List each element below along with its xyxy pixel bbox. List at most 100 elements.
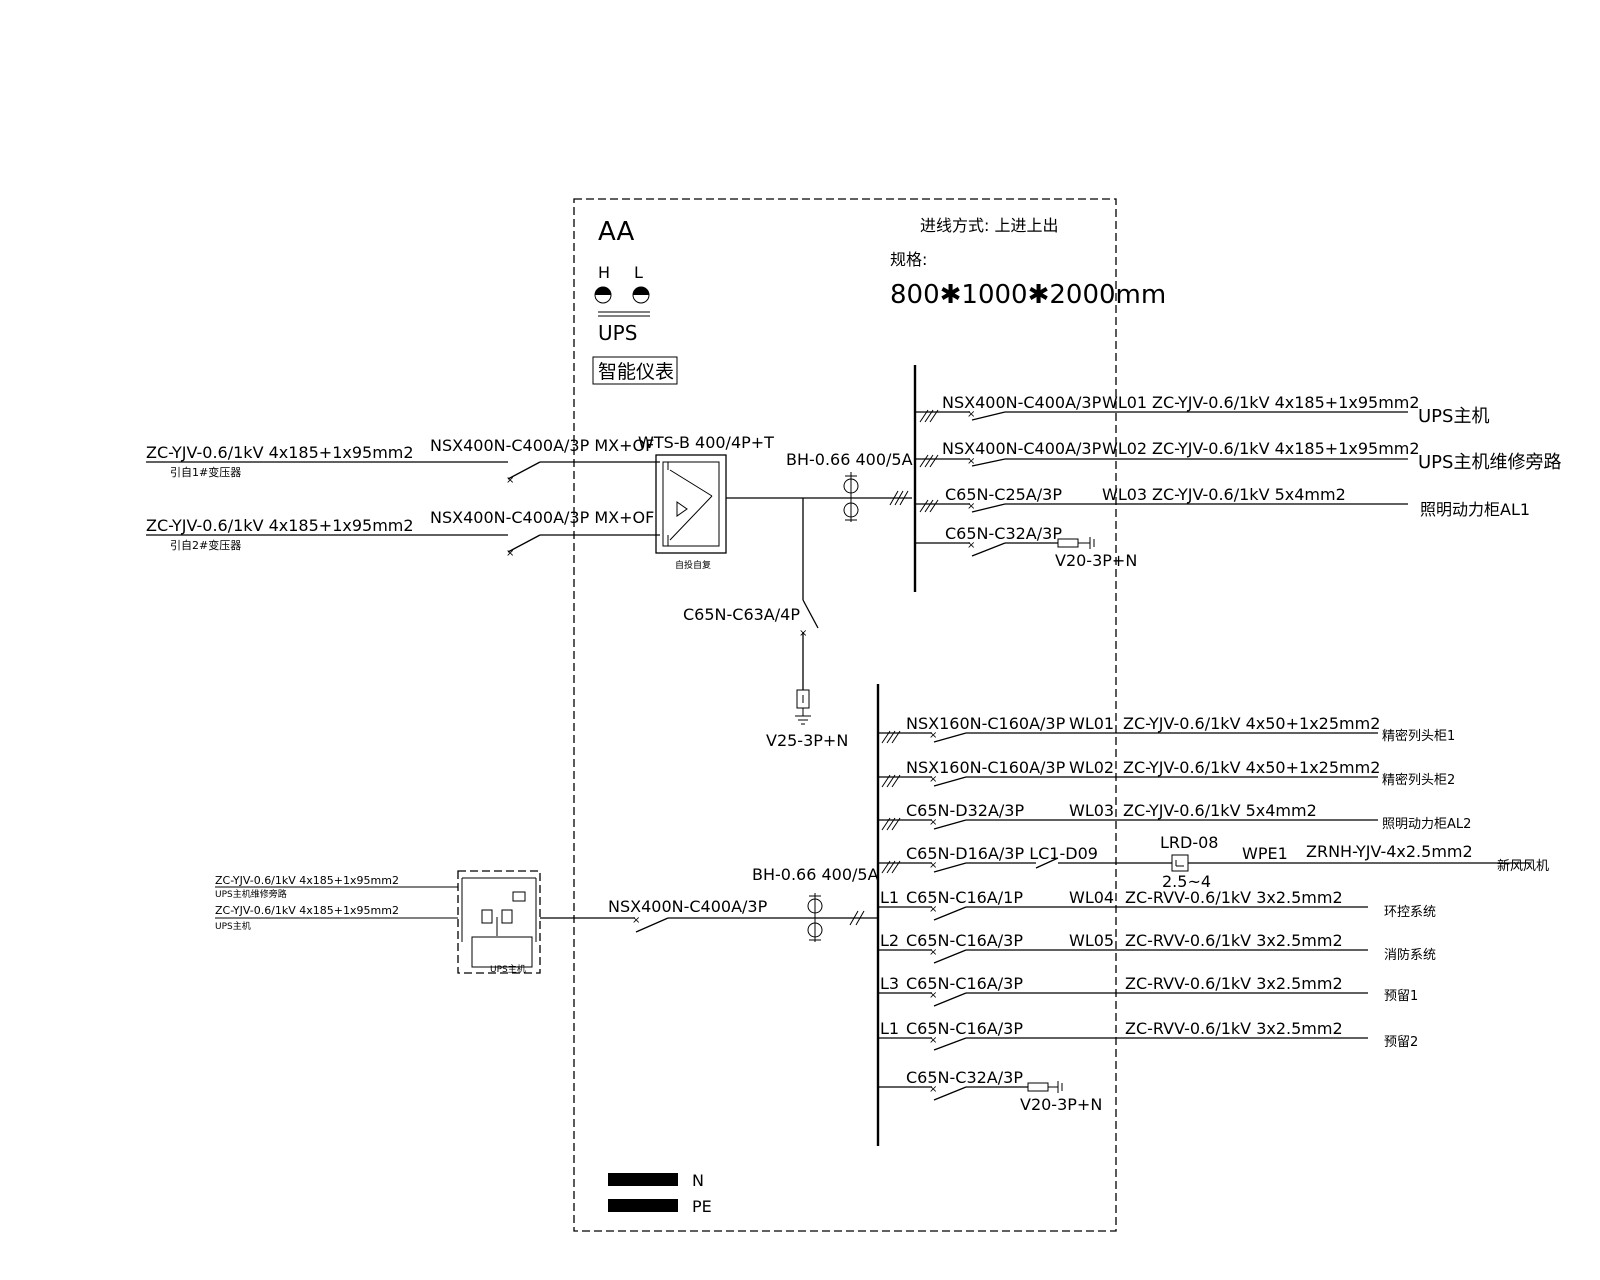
- svg-text:×: ×: [632, 915, 640, 926]
- svg-text:照明动力柜AL1: 照明动力柜AL1: [1420, 500, 1530, 519]
- svg-text:LRD-08: LRD-08: [1160, 833, 1218, 852]
- svg-text:WL04: WL04: [1069, 888, 1114, 907]
- svg-text:×: ×: [506, 475, 514, 486]
- svg-text:×: ×: [929, 774, 937, 785]
- svg-text:×: ×: [506, 548, 514, 559]
- indicator-lamp-h: [594, 286, 612, 304]
- svg-text:2.5~4: 2.5~4: [1162, 872, 1211, 891]
- svg-text:环控系统: 环控系统: [1384, 905, 1436, 920]
- svg-text:NSX400N-C400A/3P: NSX400N-C400A/3P: [942, 439, 1102, 458]
- svg-text:N: N: [692, 1171, 704, 1190]
- ups-source-box: UPS主机: [457, 870, 541, 975]
- svg-text:C65N-C16A/3P: C65N-C16A/3P: [906, 1019, 1023, 1038]
- svg-text:×: ×: [929, 1084, 937, 1095]
- svg-text:NSX400N-C400A/3P: NSX400N-C400A/3P: [942, 393, 1102, 412]
- lower-circuit-5: × L1 C65N-C16A/1P WL04 ZC-RVV-0.6/1kV 3x…: [878, 888, 1436, 921]
- svg-text:WL05: WL05: [1069, 931, 1114, 950]
- entry-mode: 进线方式: 上进上出: [920, 216, 1058, 235]
- svg-text:ZC-YJV-0.6/1kV 4x185+1x95mm2: ZC-YJV-0.6/1kV 4x185+1x95mm2: [146, 443, 414, 462]
- svg-text:×: ×: [929, 730, 937, 741]
- svg-text:NSX160N-C160A/3P: NSX160N-C160A/3P: [906, 714, 1066, 733]
- upper-spd-label: V20-3P+N: [1055, 551, 1137, 570]
- smart-meter-label: 智能仪表: [598, 361, 674, 383]
- svg-text:×: ×: [929, 904, 937, 915]
- legend-n: N: [608, 1171, 704, 1190]
- svg-text:L3: L3: [880, 974, 899, 993]
- lower-circuit-2: × NSX160N-C160A/3P WL02 ZC-YJV-0.6/1kV 4…: [878, 758, 1455, 788]
- svg-text:C65N-C32A/3P: C65N-C32A/3P: [906, 1068, 1023, 1087]
- lower-circuit-6: × L2 C65N-C16A/3P WL05 ZC-RVV-0.6/1kV 3x…: [878, 931, 1436, 964]
- svg-text:C65N-C16A/3P: C65N-C16A/3P: [906, 974, 1023, 993]
- spd-breaker-label: C65N-C63A/4P: [683, 605, 800, 624]
- svg-text:C65N-C25A/3P: C65N-C25A/3P: [945, 485, 1062, 504]
- svg-text:×: ×: [967, 501, 975, 512]
- svg-text:UPS主机维修旁路: UPS主机维修旁路: [215, 888, 287, 900]
- incoming-feeder-2: ZC-YJV-0.6/1kV 4x185+1x95mm2 引自2#变压器 NSX…: [146, 508, 660, 559]
- svg-text:WPE1: WPE1: [1242, 844, 1288, 863]
- svg-text:×: ×: [929, 860, 937, 871]
- svg-text:NSX400N-C400A/3P MX+OF: NSX400N-C400A/3P MX+OF: [430, 436, 654, 455]
- svg-text:ZC-YJV-0.6/1kV 4x185+1x95mm2: ZC-YJV-0.6/1kV 4x185+1x95mm2: [146, 516, 414, 535]
- svg-text:L1: L1: [880, 888, 899, 907]
- surge-protector-upper: [795, 689, 811, 725]
- upper-circuit-1: × NSX400N-C400A/3P WL01 ZC-YJV-0.6/1kV 4…: [915, 393, 1489, 427]
- svg-text:预留2: 预留2: [1384, 1035, 1418, 1050]
- svg-text:ZC-YJV-0.6/1kV 4x185+1x95mm2: ZC-YJV-0.6/1kV 4x185+1x95mm2: [1152, 393, 1420, 412]
- svg-text:精密列头柜2: 精密列头柜2: [1382, 772, 1455, 788]
- svg-text:ZC-YJV-0.6/1kV 4x185+1x95mm2: ZC-YJV-0.6/1kV 4x185+1x95mm2: [1152, 439, 1420, 458]
- svg-text:预留1: 预留1: [1384, 989, 1418, 1004]
- svg-text:C65N-C16A/3P: C65N-C16A/3P: [906, 931, 1023, 950]
- svg-text:NSX160N-C160A/3P: NSX160N-C160A/3P: [906, 758, 1066, 777]
- ct-label-lower: BH-0.66 400/5A: [752, 865, 879, 884]
- svg-text:×: ×: [967, 409, 975, 420]
- svg-text:L2: L2: [880, 931, 899, 950]
- lamp-h-label: H: [598, 263, 610, 282]
- ups-cable-bypass: ZC-YJV-0.6/1kV 4x185+1x95mm2 UPS主机维修旁路: [215, 874, 458, 900]
- svg-text:引自1#变压器: 引自1#变压器: [170, 465, 241, 479]
- indicator-lamp-l: [632, 286, 650, 304]
- svg-text:引自2#变压器: 引自2#变压器: [170, 538, 241, 552]
- ats-caption: 自投自复: [675, 559, 711, 571]
- smart-meter-box: [592, 356, 678, 385]
- svg-text:WL01: WL01: [1069, 714, 1114, 733]
- svg-text:UPS主机: UPS主机: [1418, 406, 1489, 427]
- svg-text:WL02: WL02: [1102, 439, 1147, 458]
- svg-text:ZC-RVV-0.6/1kV 3x2.5mm2: ZC-RVV-0.6/1kV 3x2.5mm2: [1125, 931, 1343, 950]
- svg-text:×: ×: [967, 456, 975, 467]
- svg-text:NSX400N-C400A/3P MX+OF: NSX400N-C400A/3P MX+OF: [430, 508, 654, 527]
- svg-text:ZC-RVV-0.6/1kV 3x2.5mm2: ZC-RVV-0.6/1kV 3x2.5mm2: [1125, 1019, 1343, 1038]
- lower-circuit-9: × C65N-C32A/3P: [878, 1068, 1063, 1101]
- upper-circuit-2: × NSX400N-C400A/3P WL02 ZC-YJV-0.6/1kV 4…: [915, 439, 1561, 473]
- svg-text:ZC-YJV-0.6/1kV 4x185+1x95mm2: ZC-YJV-0.6/1kV 4x185+1x95mm2: [215, 874, 399, 887]
- svg-text:ZC-YJV-0.6/1kV 4x185+1x95mm2: ZC-YJV-0.6/1kV 4x185+1x95mm2: [215, 904, 399, 917]
- incoming-feeder-1: ZC-YJV-0.6/1kV 4x185+1x95mm2 引自1#变压器 NSX…: [146, 436, 660, 486]
- svg-text:×: ×: [929, 817, 937, 828]
- svg-text:×: ×: [929, 990, 937, 1001]
- spec-label: 规格:: [890, 250, 927, 269]
- svg-text:ZC-YJV-0.6/1kV 5x4mm2: ZC-YJV-0.6/1kV 5x4mm2: [1123, 801, 1317, 820]
- svg-text:C65N-D32A/3P: C65N-D32A/3P: [906, 801, 1024, 820]
- slash-marks-lower: [849, 910, 865, 926]
- svg-text:ZRNH-YJV-4x2.5mm2: ZRNH-YJV-4x2.5mm2: [1306, 842, 1473, 861]
- current-transformer-upper: [843, 472, 859, 522]
- svg-text:×: ×: [929, 947, 937, 958]
- cabinet-outline: [573, 198, 1117, 1232]
- svg-text:ZC-YJV-0.6/1kV 4x50+1x25mm2: ZC-YJV-0.6/1kV 4x50+1x25mm2: [1123, 714, 1380, 733]
- svg-text:ZC-RVV-0.6/1kV 3x2.5mm2: ZC-RVV-0.6/1kV 3x2.5mm2: [1125, 888, 1343, 907]
- svg-text:新风风机: 新风风机: [1497, 858, 1549, 874]
- svg-text:UPS主机: UPS主机: [490, 963, 526, 975]
- lower-circuit-8: × L1 C65N-C16A/3P ZC-RVV-0.6/1kV 3x2.5mm…: [878, 1019, 1418, 1051]
- lower-circuit-3: × C65N-D32A/3P WL03 ZC-YJV-0.6/1kV 5x4mm…: [878, 801, 1471, 832]
- svg-text:WL01: WL01: [1102, 393, 1147, 412]
- ups-label: UPS: [598, 321, 637, 345]
- svg-text:UPS主机维修旁路: UPS主机维修旁路: [1418, 452, 1561, 473]
- ats-label: WTS-B 400/4P+T: [638, 433, 774, 452]
- svg-text:C65N-C16A/1P: C65N-C16A/1P: [906, 888, 1023, 907]
- svg-text:ZC-YJV-0.6/1kV 5x4mm2: ZC-YJV-0.6/1kV 5x4mm2: [1152, 485, 1346, 504]
- svg-text:×: ×: [967, 540, 975, 551]
- svg-text:C65N-D16A/3P LC1-D09: C65N-D16A/3P LC1-D09: [906, 844, 1098, 863]
- svg-text:UPS主机: UPS主机: [215, 920, 251, 932]
- lamp-l-label: L: [634, 263, 643, 282]
- current-transformer-lower: [807, 893, 823, 942]
